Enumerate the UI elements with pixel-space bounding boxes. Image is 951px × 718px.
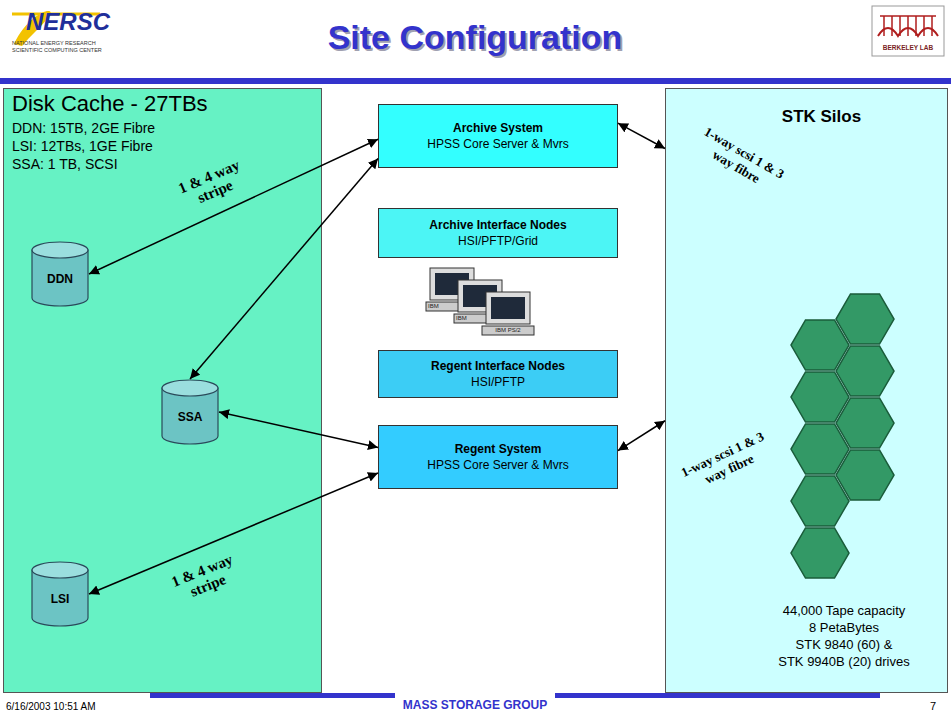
logo-text: BERKELEY LAB bbox=[883, 44, 933, 51]
tape-silo-hexagon bbox=[791, 372, 849, 422]
label-wrap: IBM bbox=[428, 303, 439, 309]
tape-silo-hexagon bbox=[836, 450, 894, 500]
edge-label: 1-way scsi 1 & 3 way fibre bbox=[669, 424, 782, 499]
edge-label-wrap: 1-way scsi 1 & 3 way fibre bbox=[669, 424, 782, 499]
node-text: STK 9840 (60) & bbox=[759, 636, 929, 653]
lab-logo-columns bbox=[880, 16, 936, 36]
disk-cylinder: SSA bbox=[161, 379, 219, 445]
node-text: SSA: 1 TB, SCSI bbox=[12, 155, 313, 173]
edge-label-wrap: 1 & 4 way stripe bbox=[160, 150, 265, 219]
node-text: LSI: 12TBs, 1GE Fibre bbox=[12, 137, 313, 155]
edge-label: 1-way scsi 1 & 3 way fibre bbox=[684, 119, 795, 202]
computer-monitor bbox=[486, 292, 530, 324]
tape-silo-cluster bbox=[791, 294, 894, 578]
node-heading: Disk Cache - 27TBs bbox=[12, 91, 313, 117]
node-text: DDN: 15TB, 2GE Fibre bbox=[12, 119, 313, 137]
connector-arrow bbox=[89, 139, 378, 274]
disk-cylinder: LSI bbox=[31, 561, 89, 627]
lab-logo-frame bbox=[872, 6, 944, 56]
disk-cylinder: DDN bbox=[31, 241, 89, 307]
label-wrap: NERSC bbox=[26, 8, 110, 36]
label-wrap: NATIONAL ENERGY RESEARCH SCIENTIFIC COMP… bbox=[12, 40, 116, 54]
node-heading: LSI bbox=[51, 592, 70, 606]
computer-brand: IBM bbox=[428, 303, 439, 309]
edge-label-wrap: 1 & 4 way stripe bbox=[153, 544, 258, 611]
computer-brand: IBM PS/2 bbox=[495, 327, 520, 333]
slide-title: Site Configuration bbox=[328, 18, 623, 56]
tape-silo-panel: STK Silos 44,000 Tape capacity8 PetaBytes… bbox=[665, 88, 948, 693]
connector-arrow bbox=[618, 421, 665, 451]
tape-silo-hexagon bbox=[836, 346, 894, 396]
label-wrap: IBM PS/2 bbox=[495, 327, 520, 333]
node-text: HPSS Core Server & Mvrs bbox=[427, 457, 568, 473]
logo-text: NERSC bbox=[26, 8, 110, 36]
node-heading: Archive System bbox=[453, 120, 543, 136]
tape-silo-hexagon bbox=[791, 320, 849, 370]
tape-silo-hexagon bbox=[791, 528, 849, 578]
cylinder-top bbox=[32, 562, 88, 578]
cylinder-top bbox=[162, 380, 218, 396]
node-heading: DDN bbox=[47, 272, 73, 286]
label-wrap: IBM bbox=[456, 315, 467, 321]
label-wrap: 7 bbox=[930, 700, 936, 712]
title-wrap: Site Configuration bbox=[328, 18, 623, 57]
node-text: 8 PetaBytes bbox=[759, 619, 929, 636]
tape-silo-hexagon bbox=[791, 476, 849, 526]
node-text: HPSS Core Server & Mvrs bbox=[427, 136, 568, 152]
interface-box: Archive Interface NodesHSI/PFTP/Grid bbox=[378, 208, 618, 258]
computer-monitor bbox=[458, 280, 502, 312]
footer-bar bbox=[150, 693, 395, 698]
edge-label: 1 & 4 way stripe bbox=[160, 150, 265, 219]
node-heading: Archive Interface Nodes bbox=[429, 217, 566, 233]
tape-silo-hexagon bbox=[836, 294, 894, 344]
edge-label-wrap: 1-way scsi 1 & 3 way fibre bbox=[684, 119, 795, 202]
edge-label: 1 & 4 way stripe bbox=[153, 544, 258, 611]
node-text: HSI/PFTP/Grid bbox=[458, 233, 538, 249]
computer-screen bbox=[435, 273, 469, 295]
header-bar bbox=[0, 78, 951, 84]
connector-arrow bbox=[219, 412, 378, 447]
tape-silo-hexagon bbox=[791, 424, 849, 474]
cylinder-top bbox=[32, 242, 88, 258]
page-number: 7 bbox=[930, 700, 936, 712]
disk-cache-panel: Disk Cache - 27TBsDDN: 15TB, 2GE FibreLS… bbox=[3, 88, 322, 693]
tape-silo-hexagon bbox=[836, 398, 894, 448]
computer-base bbox=[454, 314, 506, 323]
node-heading: STK Silos bbox=[782, 107, 861, 127]
node-heading: Regent Interface Nodes bbox=[431, 358, 565, 374]
label-wrap: BERKELEY LAB bbox=[883, 44, 933, 51]
node-heading: SSA bbox=[178, 410, 203, 424]
node-text: HSI/PFTP bbox=[471, 374, 525, 390]
label-wrap: MASS STORAGE GROUP bbox=[403, 698, 547, 712]
computer-base bbox=[482, 326, 534, 335]
footer-group: MASS STORAGE GROUP bbox=[403, 698, 547, 712]
computer-brand: IBM bbox=[456, 315, 467, 321]
node-heading: Regent System bbox=[455, 441, 542, 457]
computer-icons bbox=[426, 268, 534, 335]
connector-arrow bbox=[618, 123, 665, 148]
node-text: STK 9940B (20) drives bbox=[759, 653, 929, 670]
computer-base bbox=[426, 302, 478, 311]
footer-bar bbox=[555, 693, 880, 698]
server-box: Regent SystemHPSS Core Server & Mvrs bbox=[378, 425, 618, 489]
node-text: 44,000 Tape capacity bbox=[759, 602, 929, 619]
computer-monitor bbox=[430, 268, 474, 300]
footer-date: 6/16/2003 10:51 AM bbox=[6, 701, 96, 712]
label-wrap: 6/16/2003 10:51 AM bbox=[6, 701, 96, 712]
server-box: Archive SystemHPSS Core Server & Mvrs bbox=[378, 104, 618, 168]
logo-subtitle: NATIONAL ENERGY RESEARCH SCIENTIFIC COMP… bbox=[12, 40, 116, 54]
interface-box: Regent Interface NodesHSI/PFTP bbox=[378, 350, 618, 398]
computer-screen bbox=[463, 285, 497, 307]
computer-screen bbox=[491, 297, 525, 319]
